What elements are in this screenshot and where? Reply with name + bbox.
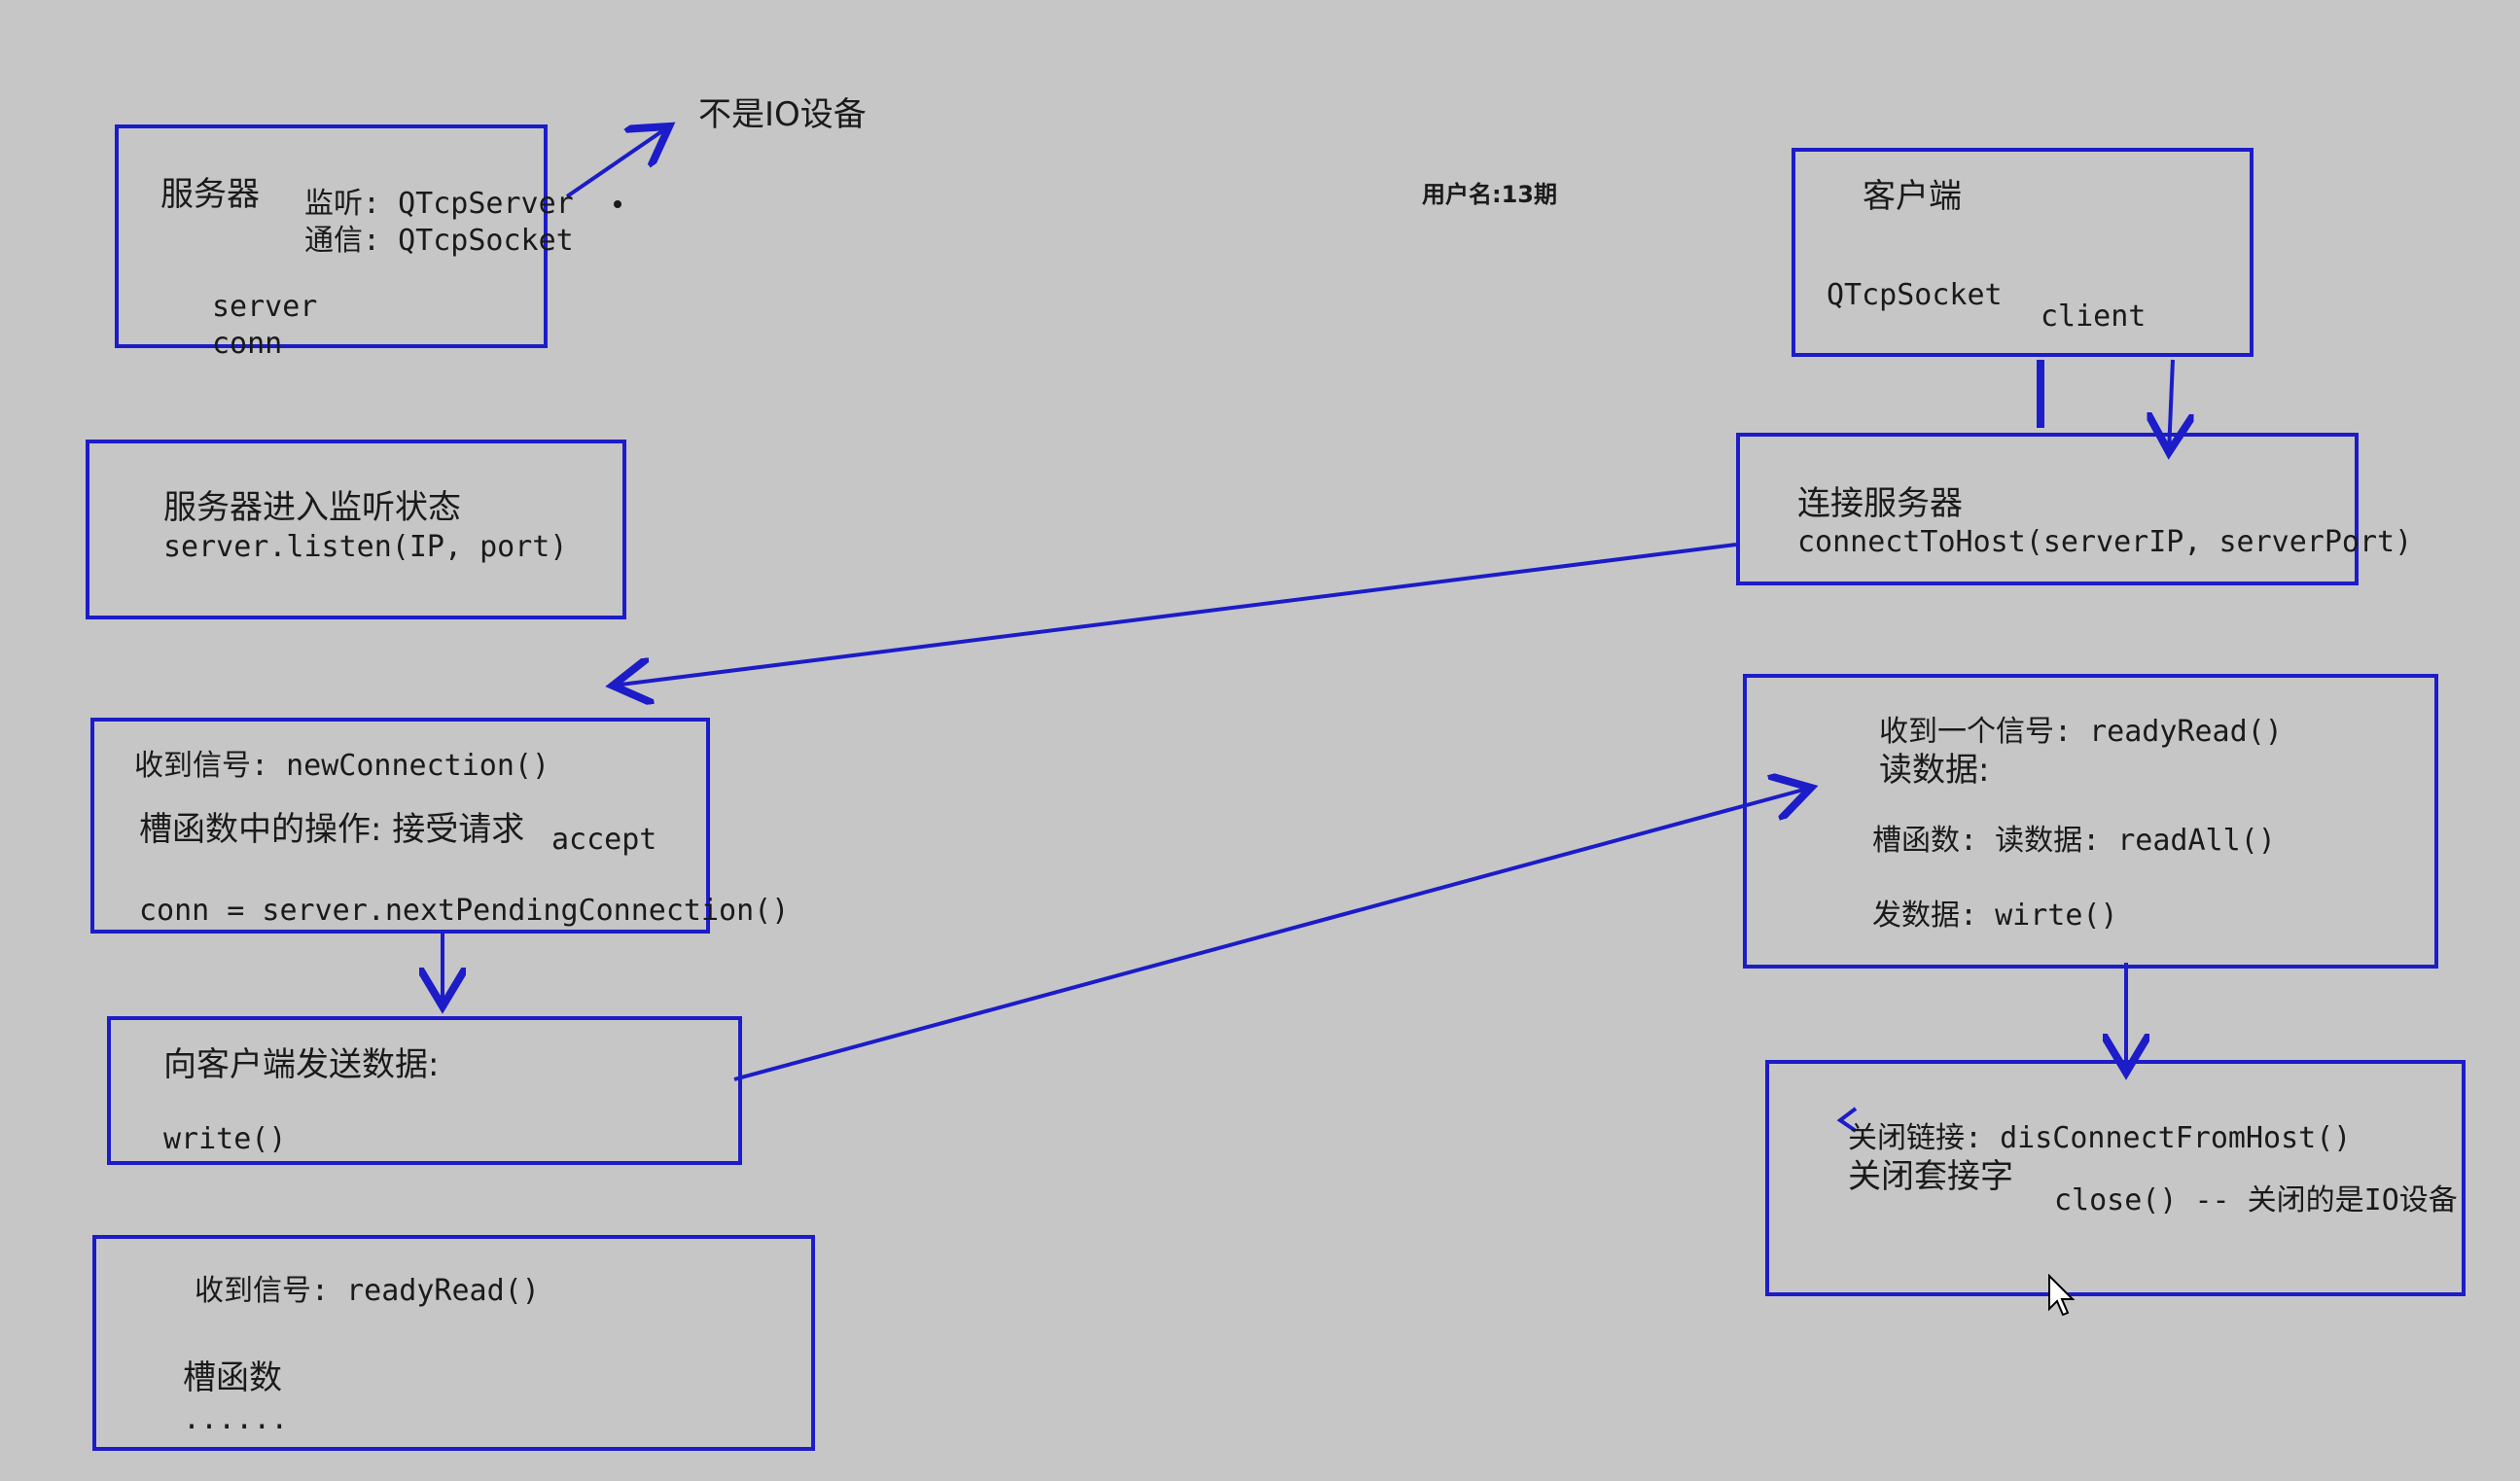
server-title: 服务器 [160, 175, 260, 214]
connect-code: connectToHost(serverIP, serverPort) [1797, 525, 2413, 559]
close-connection-box [1765, 1060, 2466, 1296]
not-io-note: 不是IO设备 [698, 95, 867, 134]
server-var-conn: conn [212, 327, 283, 361]
client-read-label: 读数据: [1879, 751, 1990, 790]
client-var: client [2041, 300, 2147, 334]
server-slot-label: 槽函数 [183, 1358, 282, 1397]
send-data-code: write() [163, 1122, 287, 1156]
send-data-title: 向客户端发送数据: [163, 1045, 440, 1084]
connect-title: 连接服务器 [1797, 484, 1963, 523]
mouse-cursor-icon [2048, 1274, 2076, 1317]
server-slot-dots: ...... [183, 1402, 289, 1436]
server-box [115, 124, 548, 348]
new-connection-box [90, 718, 710, 934]
server-comm-line: 通信: QTcpSocket [304, 224, 574, 258]
client-ready-read-signal: 收到一个信号: readyRead() [1879, 715, 2283, 749]
listen-title: 服务器进入监听状态 [163, 488, 461, 527]
close-line-1: 关闭链接: disConnectFromHost() [1848, 1121, 2352, 1155]
close-left-caret [1836, 1107, 1858, 1133]
arrow-connect-to-server [613, 543, 1737, 686]
listen-box [86, 440, 626, 619]
client-box [1792, 148, 2254, 357]
connect-server-box [1736, 433, 2359, 585]
arrow-to-not-io-note [565, 126, 669, 198]
server-var-server: server [212, 290, 318, 324]
arrow-send-to-client-read [733, 788, 1811, 1081]
client-send-data: 发数据: wirte() [1872, 899, 2118, 933]
listen-code: server.listen(IP, port) [163, 530, 568, 564]
close-io-device-code: close() -- 关闭的是IO设备 [2054, 1183, 2458, 1217]
client-ready-read-box [1743, 674, 2438, 969]
client-class: QTcpSocket [1827, 278, 2003, 312]
close-line-2: 关闭套接字 [1848, 1157, 2013, 1196]
send-data-box [107, 1016, 742, 1165]
accept-label: accept [551, 823, 657, 857]
server-ready-read-signal: 收到信号: readyRead() [195, 1274, 540, 1308]
server-ready-read-box [92, 1235, 815, 1451]
server-listen-line: 监听: QTcpServer [304, 187, 574, 221]
client-title: 客户端 [1863, 177, 1962, 216]
next-pending-code: conn = server.nextPendingConnection() [139, 894, 790, 928]
stray-dot [614, 200, 621, 208]
arrow-client-to-connect [2169, 359, 2173, 452]
client-read-all: 槽函数: 读数据: readAll() [1872, 824, 2276, 858]
new-connection-signal: 收到信号: newConnection() [134, 749, 550, 783]
username-label: 用户名:13期 [1422, 181, 1557, 208]
new-connection-slot: 槽函数中的操作: 接受请求 [139, 810, 525, 849]
